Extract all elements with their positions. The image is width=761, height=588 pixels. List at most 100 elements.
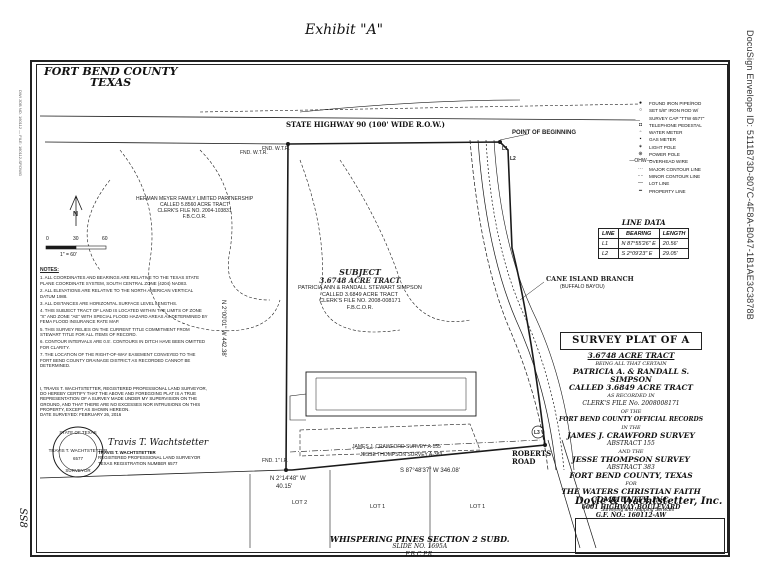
contour-line-2 — [199, 149, 271, 301]
plat-of: OF THE — [620, 409, 642, 415]
lot-1-label: LOT 1 — [370, 504, 386, 510]
legend-label: FOUND IRON PIPE/ROD — [649, 101, 702, 106]
county-heading: FORT BEND COUNTY TEXAS — [44, 66, 177, 88]
plat-inner-border — [36, 64, 728, 553]
adjoiner-name: HERMAN MEYER FAMILY LIMITED PARTNERSHIP — [136, 196, 254, 202]
plat-abstract1: ABSTRACT 155 — [607, 440, 655, 447]
subject-called: CALLED 3.6849 ACRE TRACT — [321, 291, 398, 298]
legend-label: SET 5/8" IRON ROD W/ — [649, 108, 699, 114]
surveyor-signature: Travis T. Wachtstetter — [108, 438, 209, 448]
note-item: 5. THIS SURVEY RELIES ON THE CURRENT TIT… — [40, 326, 190, 338]
legend-row: SURVEY CAP "TTW 6577" — [636, 115, 704, 122]
legend-symbol: ⊕ — [638, 151, 643, 158]
note-item: 3. ALL DISTANCES ARE HORIZONTAL SURFACE … — [40, 301, 178, 307]
plat-line1: BEING ALL THAT CERTAIN — [595, 361, 667, 367]
whispering-pines-slide: SLIDE NO. 1695A — [392, 543, 448, 550]
subject-acres: 3.6748 ACRE TRACT — [319, 276, 401, 285]
scale-30: 30 — [73, 236, 79, 242]
bayou-line-1 — [469, 139, 549, 471]
surveyor-name-block: TRAVIS T. WACHTSTETTER REGISTERED PROFES… — [98, 450, 200, 466]
bayou-line-4 — [493, 139, 575, 471]
note-item: 7. THE LOCATION OF THE RIGHT-OF-WAY EASE… — [40, 352, 196, 369]
sw-call-label: N 2°14'48" W — [270, 476, 306, 482]
handnote-text: SS8 — [17, 508, 28, 528]
legend-label: PROPERTY LINE — [649, 188, 686, 194]
whispering-pines-name: WHISPERING PINES SECTION 2 SUBD. — [330, 534, 510, 544]
scale-0: 0 — [46, 236, 49, 242]
fnd-sw-label: FND. 1" I.P. — [262, 458, 288, 464]
legend-symbol: ▫ — [639, 129, 642, 136]
legend-row: — LOT LINE — [636, 180, 704, 187]
legend-row: ●FOUND IRON PIPE/ROD — [636, 100, 704, 107]
line-data-cell: S 2°09'23" E — [617, 248, 660, 259]
building-outline — [305, 371, 477, 417]
adjoiner-detail-2: CLERK'S FILE NO. 2004-103831 — [157, 208, 232, 214]
whispering-pines-label: WHISPERING PINES SECTION 2 SUBD. SLIDE N… — [330, 533, 510, 559]
legend-row: ⋯MAJOR CONTOUR LINE — [636, 166, 704, 173]
subject-clerk: CLERK'S FILE NO. 2008-008171 — [319, 298, 401, 304]
seal-name: TRAVIS T. WACHTSTETTER — [49, 448, 108, 453]
line-data-cell: N 87°55'26" E — [617, 238, 660, 249]
plat-address: 6001 HIGHWAY BOULEVARD — [581, 504, 681, 511]
monument-pob — [498, 140, 502, 144]
contour-line-5 — [86, 179, 111, 271]
legend-symbol: — — [638, 180, 643, 187]
plat-owners: PATRICIA A. & RANDALL S. SIMPSON — [572, 367, 690, 384]
handwritten-margin-note: SS8 — [12, 508, 30, 572]
south-bearing-label: S 87°48'37" W 346.08' — [400, 468, 460, 474]
firm-tagline: Surveying and Mapping Services — [601, 507, 675, 513]
legend-row: ✶ LIGHT POLE — [636, 144, 704, 151]
legend-symbol: - - — [638, 172, 643, 179]
legend-label: POWER POLE — [649, 152, 680, 158]
cane-island-label: CANE ISLAND BRANCH — [546, 275, 634, 283]
l3-marker-circle — [531, 425, 545, 439]
legend-label: LOT LINE — [649, 181, 670, 187]
note-item: 1. ALL COORDINATES AND BEARINGS ARE RELA… — [40, 275, 199, 286]
plat-abstract2: ABSTRACT 383 — [607, 464, 655, 471]
seal-bottom: SURVEYOR — [65, 468, 91, 473]
subject-tract-label: SUBJECT 3.6748 ACRE TRACT PATRICIA ANN &… — [298, 268, 422, 311]
fnd-nw2-label: FND. W.T.R. — [240, 150, 268, 156]
plat-sheet-border — [30, 60, 730, 557]
line-data-table: LINE DATA LINE BEARING LENGTH L1 N 87°55… — [598, 218, 690, 259]
legend-label: LIGHT POLE — [649, 144, 676, 150]
line-data-title: LINE DATA — [621, 218, 666, 227]
plat-and-the: AND THE — [618, 449, 644, 455]
legend-label: WATER METER — [649, 130, 683, 136]
plat-official: FORT BEND COUNTY OFFICIAL RECORDS — [558, 416, 704, 423]
plat-called: CALLED 3.6849 ACRE TRACT — [568, 383, 693, 392]
plat-gf-number: G.F. NO.: 160112-AW — [595, 512, 667, 519]
legend-label: MAJOR CONTOUR LINE — [649, 166, 701, 172]
legend-symbol: ━ — [638, 187, 642, 194]
note-item: 6. CONTOUR INTERVALS ARE 0.5'. CONTOURS … — [40, 339, 206, 350]
legend-row: ▫ WATER METER — [636, 129, 704, 136]
leader-pob — [499, 133, 529, 141]
monument-se — [543, 443, 547, 447]
survey-line-crawford — [289, 439, 541, 453]
line-data-grid: LINE BEARING LENGTH L1 N 87°55'26" E 20.… — [598, 228, 690, 259]
plat-county: FORT BEND COUNTY, TEXAS — [569, 471, 693, 480]
table-row: L2 S 2°09'23" E 29.05' — [598, 248, 690, 259]
plat-recorded: AS RECORDED IN — [607, 393, 655, 399]
contour-line-1 — [119, 149, 281, 332]
surveyor-certification: I, TRAVIS T. WACHTSTETTER, REGISTERED PR… — [40, 386, 208, 417]
notes-heading: NOTES: — [40, 267, 59, 273]
line-data-header: BEARING — [617, 228, 660, 239]
contour-line-3 — [299, 159, 401, 333]
fnd-nw-label: FND. W.T.R. — [262, 146, 290, 152]
plat-client1: THE WATERS CHRISTIAN FAITH — [561, 487, 701, 496]
plat-client2: COMMUNITY, INC. — [590, 495, 671, 504]
plat-survey1: JAMES J. CRAWFORD SURVEY — [567, 431, 695, 440]
county-state: TEXAS — [90, 76, 132, 89]
plat-acres: 3.6748 ACRE TRACT — [587, 351, 675, 360]
note-item: 2. ALL ELEVATIONS ARE RELATIVE TO THE NO… — [40, 288, 193, 299]
marker-l2: L2 — [510, 156, 516, 162]
leader-cane — [519, 281, 545, 301]
highway-pavement-line — [299, 99, 521, 113]
lot-2-label: LOT 2 — [292, 500, 308, 506]
plat-for: FOR — [625, 481, 637, 487]
legend-symbol: ✶ — [638, 143, 643, 150]
subject-owner: PATRICIA ANN & RANDALL STEWART SIMPSON — [298, 285, 422, 291]
sw-dist-label: 40.15' — [276, 484, 293, 490]
